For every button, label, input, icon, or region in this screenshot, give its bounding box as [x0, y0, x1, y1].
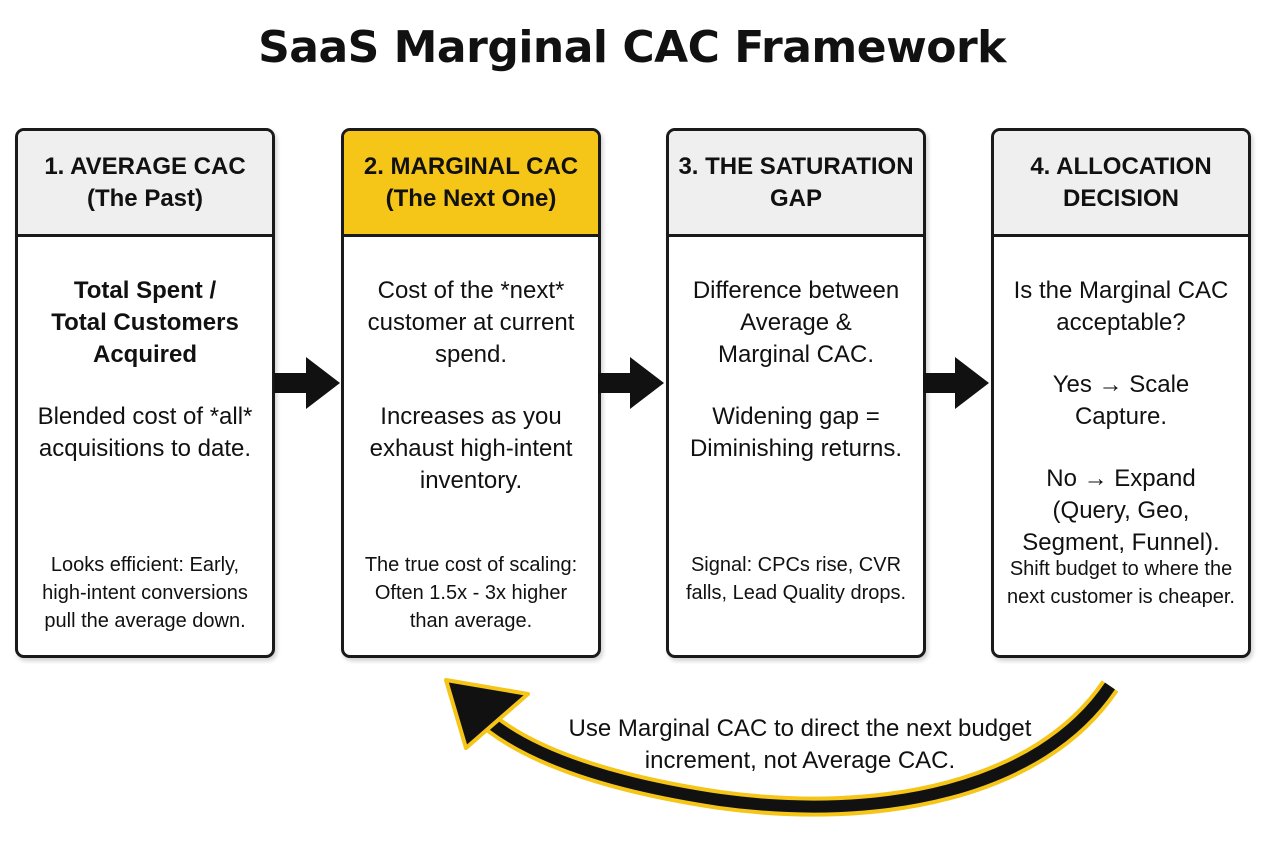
formula-line: Acquired: [92, 341, 197, 368]
right-arrow-icon: [923, 357, 989, 409]
card-average-cac: 1. AVERAGE CAC (The Past) Total Spent / …: [15, 128, 275, 658]
card-header: 1. AVERAGE CAC (The Past): [18, 131, 272, 237]
definition-line: spend.: [434, 341, 508, 368]
definition-line: Average &: [740, 309, 852, 336]
definition-line: Marginal CAC.: [717, 341, 875, 368]
no-outcome-line: Segment, Funnel).: [1022, 529, 1220, 556]
diagram-title: SaaS Marginal CAC Framework: [258, 22, 1006, 73]
card-body: Cost of the *next* customer at current s…: [344, 275, 598, 497]
detail-line: Blended cost of *all*: [37, 403, 253, 430]
loop-note-line: increment, not Average CAC.: [644, 747, 956, 774]
card-heading-line-1: 4. ALLOCATION: [1030, 152, 1212, 180]
card-heading-line-1: 1. AVERAGE CAC: [44, 152, 246, 180]
detail-line: inventory.: [419, 467, 523, 494]
card-marginal-cac: 2. MARGINAL CAC (The Next One) Cost of t…: [341, 128, 601, 658]
yes-outcome: Yes → Scale Capture.: [1052, 371, 1190, 430]
card-heading-line-2: (The Past): [86, 184, 203, 212]
question-line: acceptable?: [1056, 309, 1186, 336]
definition-line: Cost of the *next*: [377, 277, 565, 304]
detail-line: acquisitions to date.: [38, 435, 252, 462]
card-footer: Signal: CPCs rise, CVR falls, Lead Quali…: [685, 554, 907, 604]
loop-note: Use Marginal CAC to direct the next budg…: [520, 713, 1080, 777]
definition-line: customer at current: [367, 309, 575, 336]
card-heading-line-2: DECISION: [1062, 184, 1179, 212]
card-body: Difference between Average & Marginal CA…: [669, 275, 923, 465]
card-header: 2. MARGINAL CAC (The Next One): [344, 131, 598, 237]
curved-arrow-icon: [444, 678, 1119, 817]
question-line: Is the Marginal CAC: [1013, 277, 1229, 304]
card-allocation-decision: 4. ALLOCATION DECISION Is the Marginal C…: [991, 128, 1251, 658]
card-footer: The true cost of scaling: Often 1.5x - 3…: [364, 554, 578, 632]
definition-line: Difference between: [692, 277, 900, 304]
card-header: 4. ALLOCATION DECISION: [994, 131, 1248, 237]
detail-line: Diminishing returns.: [689, 435, 903, 462]
card-body: Total Spent / Total Customers Acquired B…: [18, 275, 272, 465]
formula-line: Total Spent /: [73, 277, 217, 304]
detail-line: exhaust high-intent: [369, 435, 573, 462]
right-arrow-icon: [274, 357, 340, 409]
formula-line: Total Customers: [51, 309, 239, 336]
card-heading-line-1: 2. MARGINAL CAC: [363, 152, 579, 180]
card-body: Is the Marginal CAC acceptable? Yes → Sc…: [994, 275, 1248, 559]
card-header: 3. THE SATURATION GAP: [669, 131, 923, 237]
card-footer: Shift budget to where the next customer …: [1007, 558, 1235, 608]
detail-line: Widening gap =: [712, 403, 880, 430]
detail-line: Increases as you: [380, 403, 562, 430]
card-heading-line-1: 3. THE SATURATION: [678, 152, 914, 180]
no-outcome-line: No → Expand: [1046, 465, 1196, 492]
card-heading-line-2: (The Next One): [385, 184, 557, 212]
loop-note-line: Use Marginal CAC to direct the next budg…: [568, 715, 1032, 742]
no-outcome-line: (Query, Geo,: [1052, 497, 1190, 524]
card-footer: Looks efficient: Early, high-intent conv…: [42, 554, 248, 632]
card-heading-line-2: GAP: [769, 184, 822, 212]
right-arrow-icon: [598, 357, 664, 409]
